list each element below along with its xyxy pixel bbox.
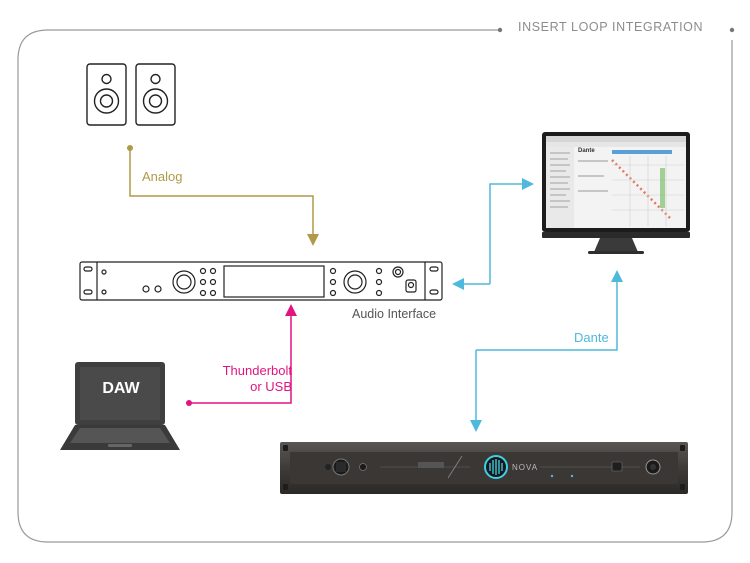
dante-label: Dante bbox=[574, 330, 609, 345]
laptop-screen-label: DAW bbox=[102, 380, 140, 397]
nova-unit-icon: NOVA bbox=[280, 442, 688, 494]
thunderbolt-label-line1: Thunderbolt bbox=[222, 363, 292, 378]
rack-interface-icon bbox=[79, 261, 443, 301]
speaker-icon bbox=[86, 63, 176, 126]
nova-brand: NOVA bbox=[512, 463, 538, 472]
laptop-icon bbox=[60, 362, 180, 450]
dante-link-nova-monitor bbox=[470, 270, 623, 432]
dante-logo: Dante bbox=[578, 148, 595, 154]
monitor-icon: Dante bbox=[542, 132, 690, 254]
dante-link-interface-monitor bbox=[452, 178, 534, 290]
usb-connection bbox=[186, 304, 297, 406]
frame-dot-right bbox=[729, 27, 735, 33]
diagram-frame bbox=[17, 29, 733, 543]
audio-interface-label: Audio Interface bbox=[352, 307, 437, 321]
thunderbolt-label: Thunderbolt or USB bbox=[200, 363, 292, 395]
analog-label: Analog bbox=[142, 169, 183, 184]
thunderbolt-label-line2: or USB bbox=[250, 379, 292, 394]
frame-dot-left bbox=[497, 27, 503, 33]
analog-connection bbox=[127, 145, 319, 246]
diagram-title: INSERT LOOP INTEGRATION bbox=[518, 20, 704, 34]
